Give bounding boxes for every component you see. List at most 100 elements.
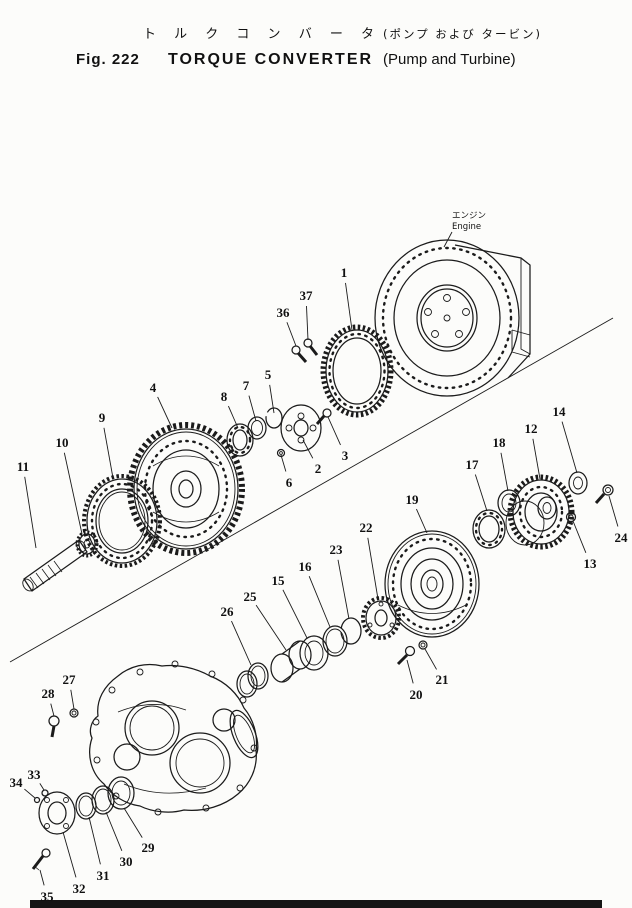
part-11-shaft: [22, 539, 88, 592]
engine-label-jp: エンジン: [452, 211, 486, 221]
part-number-9: 9: [99, 410, 106, 425]
part-26-rings: [236, 662, 269, 698]
part-13-washer: [565, 511, 577, 523]
part-14-ring: [568, 471, 588, 495]
part-number-1: 1: [341, 265, 348, 280]
part-32-flange: [38, 791, 76, 835]
part-number-7: 7: [243, 378, 250, 393]
leader-line-part-33: [39, 783, 45, 791]
leader-line-part-5: [269, 384, 275, 414]
leader-line-part-12: [532, 438, 541, 480]
part-27-washer: [69, 708, 79, 718]
part-35-bolt: [31, 848, 51, 871]
leader-line-part-13: [572, 520, 587, 553]
axis-line: [9, 317, 614, 663]
part-5-snap-ring: [265, 407, 283, 429]
leader-line-part-32: [62, 831, 77, 878]
leader-line-part-17: [474, 474, 488, 512]
engine-assembly: [374, 239, 531, 397]
leader-line-part-26: [231, 620, 252, 666]
part-number-15: 15: [272, 573, 286, 588]
part-number-14: 14: [553, 404, 567, 419]
leader-line-part-3: [327, 416, 341, 446]
leader-line-part-27: [70, 689, 75, 710]
leader-line-part-24: [608, 495, 619, 527]
part-number-35: 35: [41, 889, 55, 904]
part-number-31: 31: [97, 868, 110, 883]
leader-line-part-23: [337, 559, 350, 620]
page-header: ト ル ク コ ン バ ー タ (ポンプ および タービン) Fig. 222 …: [76, 27, 542, 68]
leader-line-part-36: [286, 322, 297, 347]
leader-line-part-14: [561, 421, 578, 474]
part-labels: 1234567891011121314151617181920212223242…: [10, 265, 629, 904]
part-4-turbine-wheel: [127, 422, 245, 556]
part-34-pin: [33, 796, 41, 804]
leader-line-part-30: [105, 811, 123, 851]
title-english-paren: (Pump and Turbine): [383, 51, 516, 68]
engine-label-en: Engine: [452, 222, 481, 232]
part-30-ring: [91, 785, 115, 815]
part-number-3: 3: [342, 448, 349, 463]
figure-label: Fig. 222: [76, 51, 140, 68]
leader-line-part-25: [255, 604, 287, 651]
leader-line-part-4: [157, 396, 173, 429]
part-number-17: 17: [466, 457, 480, 472]
leader-line-part-21: [424, 648, 437, 670]
part-24-bolt: [594, 484, 614, 504]
part-number-34: 34: [10, 775, 24, 790]
part-9-ring-gear: [82, 474, 162, 568]
part-number-37: 37: [300, 288, 314, 303]
part-12-gear-assembly: [505, 474, 575, 550]
leader-line-part-37: [306, 305, 309, 341]
part-21-washer: [418, 640, 428, 650]
part-20-bolt: [396, 645, 416, 666]
leader-line-part-7: [248, 395, 257, 422]
leader-line-part-28: [50, 703, 55, 717]
leader-line-part-19: [416, 508, 428, 534]
part-number-25: 25: [244, 589, 258, 604]
part-28-bolt: [48, 715, 60, 738]
part-3-bolt: [315, 408, 332, 425]
part-number-6: 6: [286, 475, 293, 490]
part-number-21: 21: [436, 672, 449, 687]
part-number-33: 33: [28, 767, 42, 782]
leader-line-part-22: [367, 537, 379, 600]
part-23-snap-ring: [340, 617, 362, 645]
bottom-page-bar: [30, 900, 602, 908]
part-19-pump-wheel: [384, 530, 480, 638]
title-english: TORQUE CONVERTER: [168, 51, 373, 68]
leader-line-part-29: [123, 807, 143, 838]
title-japanese: ト ル ク コ ン バ ー タ: [143, 27, 381, 42]
part-number-28: 28: [42, 686, 56, 701]
part-number-4: 4: [150, 380, 157, 395]
part-15-ring: [299, 635, 329, 671]
part-number-26: 26: [221, 604, 235, 619]
leader-line-part-11: [24, 476, 37, 549]
converter-housing: [89, 660, 259, 816]
leader-line-part-31: [88, 816, 101, 865]
part-16-ring: [322, 625, 348, 657]
engine-label: エンジン Engine: [443, 211, 486, 248]
part-number-20: 20: [410, 687, 423, 702]
part-number-10: 10: [56, 435, 69, 450]
part-29-ring: [107, 776, 135, 810]
part-number-11: 11: [17, 459, 29, 474]
part-7-washer: [247, 416, 267, 440]
part-number-18: 18: [493, 435, 507, 450]
part-number-13: 13: [584, 556, 598, 571]
part-17-ring: [472, 509, 506, 549]
leader-line-part-10: [63, 452, 83, 535]
leader-line-part-20: [406, 659, 414, 684]
title-japanese-paren: (ポンプ および タービン): [383, 27, 542, 41]
part-number-27: 27: [63, 672, 77, 687]
leader-line-part-18: [500, 452, 509, 492]
part-8-bearing: [226, 423, 254, 457]
leader-line-part-16: [308, 576, 331, 628]
leader-line-part-1: [345, 282, 353, 331]
part-number-22: 22: [360, 520, 373, 535]
part-37-bolt: [303, 338, 319, 356]
leader-line-part-2: [302, 439, 314, 459]
part-22-gear: [361, 596, 401, 640]
